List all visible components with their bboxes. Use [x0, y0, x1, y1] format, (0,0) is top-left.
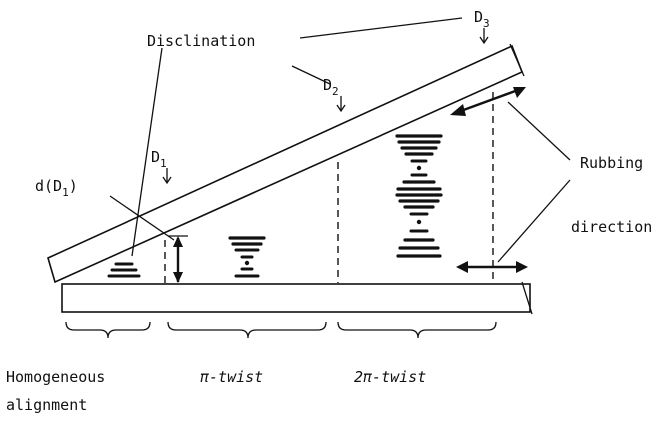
- direction-label: direction: [571, 218, 652, 236]
- rubbing-arrow-top: [450, 87, 526, 116]
- molecules-homogeneous: [107, 262, 141, 278]
- top-substrate-break: [509, 43, 525, 77]
- disclination-leader-d1: [131, 47, 163, 257]
- brace-homogeneous: [65, 321, 151, 339]
- rubbing-arrow-bottom: [456, 261, 528, 273]
- disclination-leader-d2: [291, 65, 331, 85]
- d2-pointer-arrow: [336, 96, 346, 113]
- pi-twist-label: π-twist: [200, 368, 263, 386]
- two-pi-twist-label: 2π-twist: [354, 368, 426, 386]
- thickness-leader: [109, 195, 175, 241]
- d3-label: D3: [474, 8, 490, 30]
- thickness-label: d(D1): [35, 177, 78, 199]
- d2-label: D2: [323, 76, 339, 98]
- molecules-two-pi-twist: [395, 134, 443, 258]
- d1-label: D1: [151, 148, 167, 170]
- alignment-label: alignment: [6, 396, 87, 414]
- brace-two-pi-twist: [337, 321, 497, 339]
- d3-pointer-arrow: [479, 28, 489, 45]
- homogeneous-label: Homogeneous: [6, 368, 105, 386]
- molecules-pi-twist: [228, 236, 266, 278]
- disclination-leader-d3: [299, 17, 463, 39]
- brace-pi-twist: [167, 321, 327, 339]
- rubbing-label: Rubbing: [580, 154, 643, 172]
- disclination-label: Disclination: [147, 32, 255, 50]
- d1-pointer-arrow: [162, 168, 172, 185]
- thickness-arrow: [168, 235, 188, 283]
- top-tilted-substrate: [47, 44, 524, 284]
- rubbing-leader-bottom: [497, 179, 571, 263]
- bottom-substrate-break: [521, 281, 533, 315]
- rubbing-leader-top: [507, 101, 571, 161]
- bottom-substrate: [61, 283, 531, 313]
